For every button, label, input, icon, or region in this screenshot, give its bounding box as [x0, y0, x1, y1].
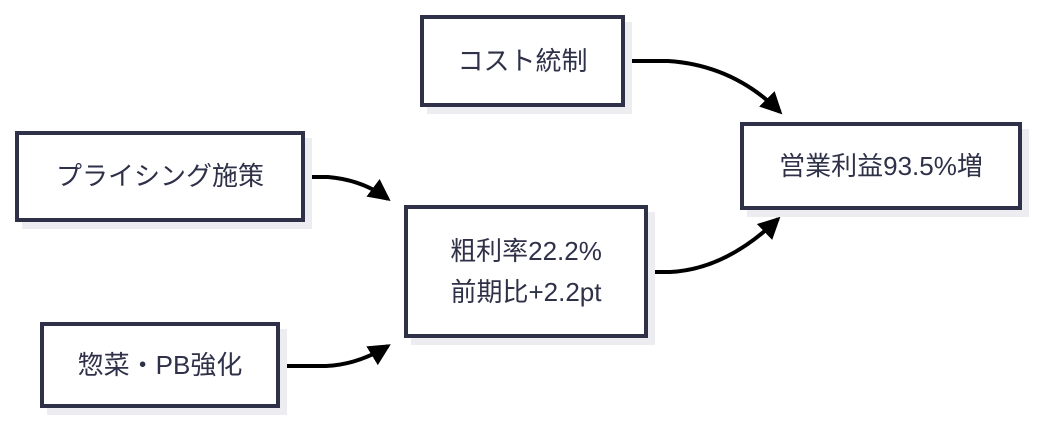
node-gross-margin-line1: 粗利率22.2% [450, 236, 602, 267]
node-gross-margin-line2: 前期比+2.2pt [450, 276, 602, 307]
node-operating-profit-label: 営業利益93.5%増 [779, 150, 983, 181]
node-cost-control-label: コスト統制 [457, 45, 588, 76]
node-gross-margin: 粗利率22.2% 前期比+2.2pt [404, 205, 648, 338]
node-deli-pb: 惣菜・PB強化 [40, 322, 280, 408]
edge-deli-pb-to-gross-margin [280, 344, 391, 368]
node-cost-control: コスト統制 [420, 15, 625, 107]
edge-pricing-to-gross-margin [302, 175, 391, 201]
edge-cost-control-to-operating-profit [627, 59, 783, 115]
node-pricing: プライシング施策 [15, 131, 305, 222]
node-operating-profit: 営業利益93.5%増 [740, 122, 1022, 210]
node-deli-pb-label: 惣菜・PB強化 [77, 349, 243, 380]
edge-gross-margin-to-operating-profit [645, 216, 781, 274]
node-pricing-label: プライシング施策 [55, 161, 264, 192]
